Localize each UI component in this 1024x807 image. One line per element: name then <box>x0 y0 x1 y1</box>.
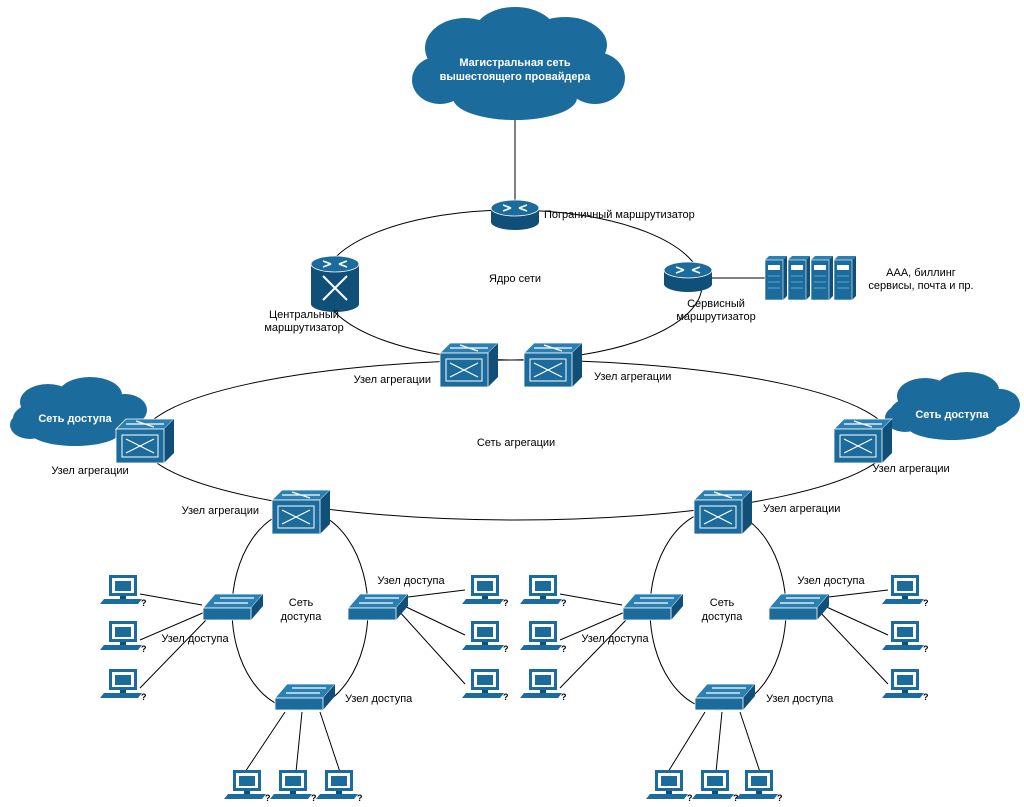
aggregation-network-title: Сеть агрегации <box>477 437 555 449</box>
access-ring-left-title-line2: доступа <box>281 611 323 623</box>
workstation-icon[interactable] <box>520 575 567 608</box>
router-icon <box>663 261 713 293</box>
access-node-label: Узел доступа <box>766 693 834 705</box>
server-rack-icon <box>810 255 834 301</box>
core-ring <box>321 209 703 361</box>
workgroup-switch-icon <box>202 593 264 621</box>
workgroup-switch-icon <box>347 593 409 621</box>
access-ring-right-title-line2: доступа <box>702 611 744 623</box>
server-rack-icon <box>764 255 788 301</box>
aggregation-node-label: Узел агрегации <box>354 374 431 386</box>
access-node-label: Узел доступа <box>161 633 229 645</box>
service-router-label-line2: маршрутизатор <box>676 311 755 323</box>
aggregation-node-right[interactable] <box>833 418 893 464</box>
workstation-icon[interactable] <box>646 770 693 803</box>
aggregation-node-bottom-right[interactable] <box>693 489 753 535</box>
services-label-line2: сервисы, почта и пр. <box>868 280 973 292</box>
central-router-label-line2: маршрутизатор <box>264 322 343 334</box>
aggregation-node-label: Узел агрегации <box>872 463 949 475</box>
workstation-icon[interactable] <box>224 770 271 803</box>
access-node-right-b[interactable] <box>768 593 830 621</box>
server-rack-icon <box>833 255 857 301</box>
aggregation-node-label: Узел агрегации <box>594 371 671 383</box>
central-router[interactable] <box>310 255 360 313</box>
workstation-icon[interactable] <box>270 770 317 803</box>
service-router-label-line1: Сервисный <box>687 298 745 310</box>
access-ring-right-title-line1: Сеть <box>710 597 735 609</box>
edge-router[interactable] <box>490 199 540 231</box>
aggregation-node-core-left[interactable] <box>439 342 499 388</box>
cloud-icon <box>885 372 1020 440</box>
workstation-icon[interactable] <box>100 669 147 702</box>
provider-cloud: Магистральная сеть вышестоящего провайде… <box>412 7 625 120</box>
service-servers[interactable] <box>764 255 857 301</box>
aggregation-node-label: Узел агрегации <box>51 465 128 477</box>
workstation-icon[interactable] <box>736 770 783 803</box>
workstation-icon[interactable] <box>520 621 567 654</box>
access-node-right-c[interactable] <box>694 683 756 711</box>
provider-cloud-label-line1: Магистральная сеть <box>459 57 571 69</box>
services-label-line1: AAA, биллинг <box>886 267 956 279</box>
switch-icon <box>115 418 175 464</box>
workstation-icon[interactable] <box>462 575 509 608</box>
switch-icon <box>271 489 331 535</box>
provider-cloud-label-line2: вышестоящего провайдера <box>440 71 592 83</box>
access-node-label: Узел доступа <box>377 575 445 587</box>
aggregation-node-label: Узел агрегации <box>182 505 259 517</box>
access-cloud-right: Сеть доступа <box>885 372 1020 440</box>
workstation-icon[interactable] <box>882 669 929 702</box>
aggregation-node-bottom-left[interactable] <box>271 489 331 535</box>
access-cloud-left: Сеть доступа <box>10 377 147 446</box>
access-node-label: Узел доступа <box>581 633 649 645</box>
server-rack-icon <box>787 255 811 301</box>
workstation-icon[interactable] <box>462 669 509 702</box>
access-ring-left-title-line1: Сеть <box>289 597 314 609</box>
workstation-icon[interactable] <box>316 770 363 803</box>
core-network-title: Ядро сети <box>489 273 541 285</box>
workstation-icon[interactable] <box>100 621 147 654</box>
workstation-icon[interactable] <box>882 575 929 608</box>
access-node-label: Узел доступа <box>345 693 413 705</box>
switch-icon <box>439 342 499 388</box>
workstation-icon[interactable] <box>520 669 567 702</box>
workgroup-switch-icon <box>274 683 336 711</box>
access-node-label: Узел доступа <box>797 575 865 587</box>
aggregation-node-core-right[interactable] <box>523 342 583 388</box>
switch-icon <box>523 342 583 388</box>
switch-icon <box>833 418 893 464</box>
access-node-left-a[interactable] <box>202 593 264 621</box>
access-node-left-c[interactable] <box>274 683 336 711</box>
workgroup-switch-icon <box>622 593 684 621</box>
access-node-right-a[interactable] <box>622 593 684 621</box>
cloud-icon <box>10 377 147 446</box>
aggregation-node-label: Узел агрегации <box>763 503 840 515</box>
workstation-icon[interactable] <box>100 575 147 608</box>
cloud-icon <box>412 7 625 120</box>
workgroup-switch-icon <box>768 593 830 621</box>
edge-router-label: Пограничный маршрутизатор <box>544 209 695 221</box>
workstation-icon[interactable] <box>692 770 739 803</box>
workgroup-switch-icon <box>694 683 756 711</box>
switch-icon <box>693 489 753 535</box>
access-cloud-right-label: Сеть доступа <box>915 409 989 421</box>
workstation-icon[interactable] <box>882 621 929 654</box>
access-node-left-b[interactable] <box>347 593 409 621</box>
service-router[interactable] <box>663 261 713 293</box>
router-icon <box>490 199 540 231</box>
core-router-icon <box>310 255 360 313</box>
central-router-label-line1: Центральный <box>269 309 339 321</box>
aggregation-node-left[interactable] <box>115 418 175 464</box>
workstation-icon[interactable] <box>462 621 509 654</box>
access-cloud-left-label: Сеть доступа <box>38 413 112 425</box>
